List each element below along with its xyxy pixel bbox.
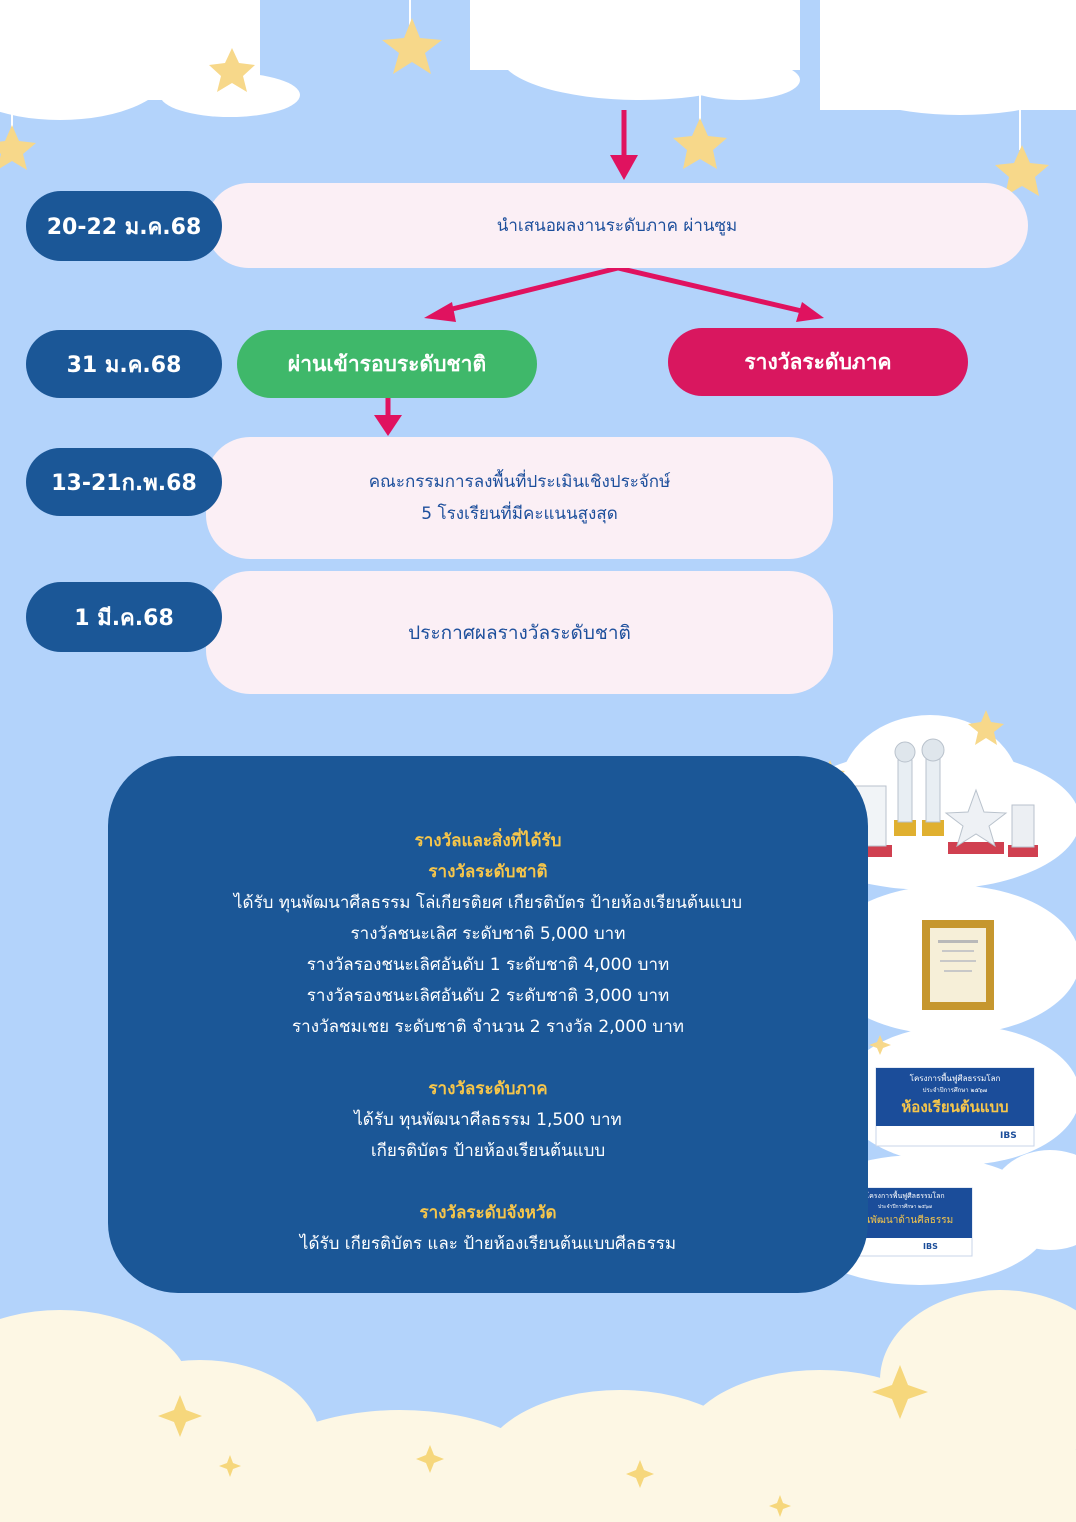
date-pill-3: 13-21ก.พ.68	[26, 448, 222, 516]
step-evaluation-box: คณะกรรมการลงพื้นที่ประเมินเชิงประจักษ์ 5…	[206, 437, 833, 559]
sign2-top: โครงการพื้นฟูศีลธรรมโลก	[865, 1192, 945, 1200]
national-award-title: รางวัลระดับชาติ	[428, 862, 548, 882]
sign1-logo: IBS	[1000, 1131, 1017, 1141]
provincial-award-line: ได้รับ เกียรติบัตร และ ป้ายห้องเรียนต้นแ…	[299, 1234, 677, 1254]
step-evaluation-line2: 5 โรงเรียนที่มีคะแนนสูงสุด	[421, 504, 618, 524]
sign1-main: ห้องเรียนต้นแบบ	[901, 1098, 1009, 1116]
pass-national-pill: ผ่านเข้ารอบระดับชาติ	[237, 330, 537, 398]
regional-award-title: รางวัลระดับภาค	[428, 1079, 548, 1099]
sign2-sub: ประจำปีการศึกษา ๒๕๖๗	[878, 1204, 932, 1210]
national-award-line: รางวัลชมเชย ระดับชาติ จำนวน 2 รางวัล 2,0…	[292, 1017, 684, 1037]
national-award-line: ได้รับ ทุนพัฒนาศีลธรรม โล่เกียรติยศ เกีย…	[233, 893, 743, 913]
sign2-logo: IBS	[923, 1242, 938, 1251]
step-presentation-text: นำเสนอผลงานระดับภาค ผ่านซูม	[496, 216, 738, 236]
sign2-text: โครงการพื้นฟูศีลธรรมโลก ประจำปีการศึกษา …	[838, 1191, 972, 1229]
sign1-top: โครงการพื้นฟูศีลธรรมโลก	[909, 1074, 1001, 1083]
national-award-line: รางวัลชนะเลิศ ระดับชาติ 5,000 บาท	[350, 924, 626, 944]
bottom-clouds	[0, 1290, 1076, 1522]
top-clouds	[0, 0, 1076, 120]
flow-arrows	[374, 110, 824, 436]
awards-heading: รางวัลและสิ่งที่ได้รับ	[414, 831, 562, 851]
sign1-sub: ประจำปีการศึกษา ๒๕๖๗	[922, 1087, 988, 1094]
regional-award-line: ได้รับ ทุนพัฒนาศีลธรรม 1,500 บาท	[354, 1110, 622, 1130]
certificate-image	[922, 920, 994, 1010]
awards-panel	[108, 756, 868, 1293]
bottom-sparkles	[158, 1365, 928, 1517]
step-announce-text: ประกาศผลรางวัลระดับชาติ	[408, 621, 631, 644]
top-stars	[0, 18, 1049, 196]
provincial-award-title: รางวัลระดับจังหวัด	[419, 1203, 557, 1223]
step-evaluation-line1: คณะกรรมการลงพื้นที่ประเมินเชิงประจักษ์	[368, 472, 671, 492]
date-pill-4: 1 มี.ค.68	[26, 582, 222, 652]
date-pill-2: 31 ม.ค.68	[26, 330, 222, 398]
step-presentation-box: นำเสนอผลงานระดับภาค ผ่านซูม	[206, 183, 1028, 268]
regional-award-line: เกียรติบัตร ป้ายห้องเรียนต้นแบบ	[370, 1141, 606, 1161]
national-award-line: รางวัลรองชนะเลิศอันดับ 2 ระดับชาติ 3,000…	[306, 986, 670, 1006]
date-pill-1: 20-22 ม.ค.68	[26, 191, 222, 261]
sign2-main: ทุนพัฒนาด้านศีลธรรม	[856, 1215, 954, 1226]
step-announce-box: ประกาศผลรางวัลระดับชาติ	[206, 571, 833, 694]
national-award-line: รางวัลรองชนะเลิศอันดับ 1 ระดับชาติ 4,000…	[306, 955, 670, 975]
sign1-text: โครงการพื้นฟูศีลธรรมโลก ประจำปีการศึกษา …	[876, 1073, 1034, 1117]
awards-text: รางวัลและสิ่งที่ได้รับ รางวัลระดับชาติ ไ…	[108, 826, 868, 1260]
hanging-strings	[11, 0, 1021, 150]
regional-award-pill: รางวัลระดับภาค	[668, 328, 968, 396]
